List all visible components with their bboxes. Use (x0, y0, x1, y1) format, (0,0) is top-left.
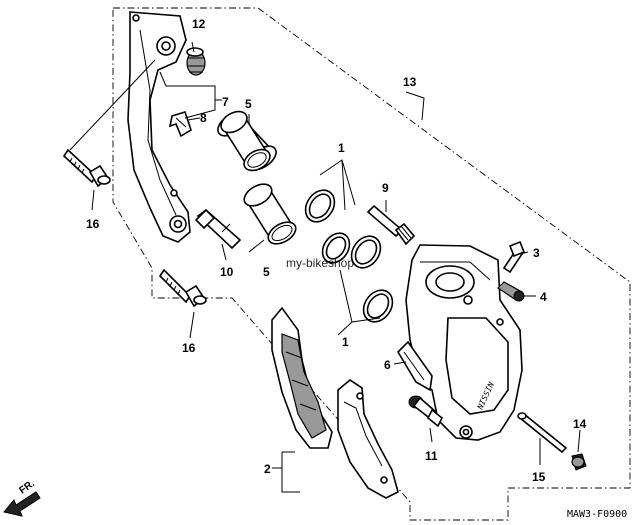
callout-16-lower: 16 (182, 341, 196, 355)
pin-boot (186, 47, 206, 76)
callout-5-lower: 5 (263, 265, 270, 279)
pad-spring (396, 340, 433, 392)
callout-16-upper: 16 (86, 217, 100, 231)
callout-6: 6 (384, 358, 391, 372)
bracket-pin (194, 208, 242, 250)
pad-retainer-clip (168, 111, 192, 138)
caliper-pin-bolt (408, 395, 444, 428)
front-direction-arrow: FR. (3, 478, 41, 517)
drawing-reference-code: MAW3-F0900 (567, 509, 627, 520)
callout-5-upper: 5 (245, 97, 252, 111)
caliper-bracket (127, 11, 191, 243)
callout-1-upper: 1 (338, 141, 345, 155)
pad-pin (517, 412, 568, 454)
callout-7: 7 (222, 95, 229, 109)
piston-lower (243, 183, 297, 245)
brake-pad-inner (271, 306, 333, 449)
callout-13: 13 (403, 75, 417, 89)
callout-2: 2 (264, 462, 271, 476)
callout-9: 9 (382, 181, 389, 195)
pad-pin-plug (571, 453, 587, 471)
callout-3: 3 (533, 246, 540, 260)
callouts: 12 7 8 5 5 1 1 13 9 10 16 16 3 4 6 11 15… (86, 17, 587, 484)
callout-4: 4 (540, 290, 547, 304)
callout-10: 10 (220, 265, 234, 279)
leader-lines (69, 41, 581, 493)
bleeder-cap (497, 281, 525, 302)
callout-11: 11 (425, 449, 438, 463)
callout-8: 8 (200, 111, 207, 125)
watermark-text: my-bikeshop (286, 256, 354, 270)
callout-12: 12 (192, 17, 206, 31)
mounting-bolt-lower (158, 268, 207, 308)
callout-15: 15 (532, 470, 546, 484)
caliper-body: NISSIN (405, 244, 523, 441)
callout-1-lower: 1 (342, 335, 349, 349)
piston-seals (304, 189, 394, 323)
brake-pad-outer (337, 379, 399, 499)
mounting-bolt-upper (62, 148, 111, 188)
callout-14: 14 (573, 417, 587, 431)
assembly-frame (112, 7, 631, 521)
bleeder-screw (502, 240, 526, 274)
slide-pin (366, 204, 416, 246)
piston-upper (217, 110, 277, 172)
